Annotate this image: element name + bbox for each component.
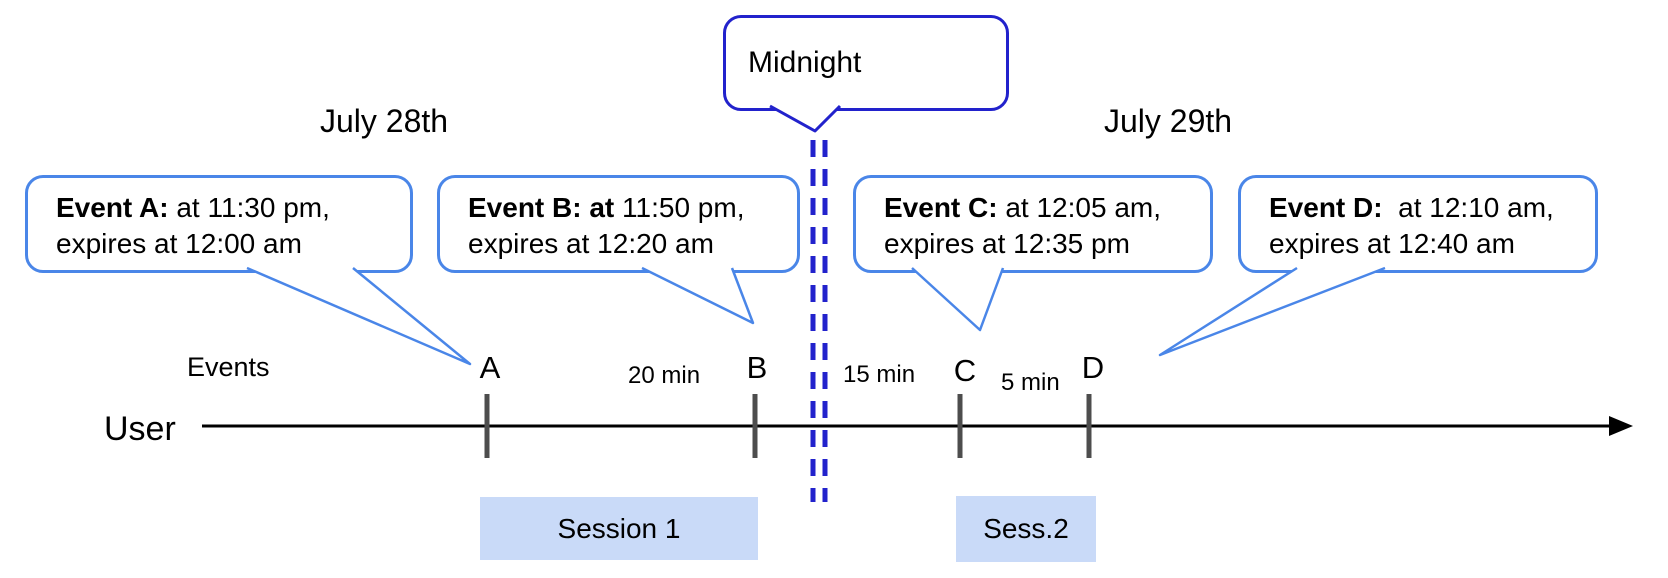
event-c-callout: Event C: at 12:05 am, expires at 12:35 p… (853, 175, 1213, 273)
midnight-callout: Midnight (723, 15, 1009, 111)
event-b-time: 11:50 pm, (614, 192, 745, 223)
event-a-callout-tail (246, 266, 472, 366)
date-july-29: July 29th (1104, 103, 1233, 139)
event-d-callout-tail (1158, 266, 1386, 357)
event-d-line1: Event D: at 12:10 am, (1269, 190, 1595, 226)
events-axis-label: Events (187, 352, 270, 382)
interval-c-d: 5 min (1001, 369, 1060, 396)
event-b-callout: Event B: at 11:50 pm, expires at 12:20 a… (437, 175, 800, 273)
event-c-line2: expires at 12:35 pm (884, 228, 1130, 259)
event-a-title: Event A: (56, 192, 169, 223)
event-b-line2: expires at 12:20 am (468, 228, 714, 259)
interval-b-c: 15 min (843, 361, 916, 388)
event-c-title: Event C: (884, 192, 998, 223)
date-july-28: July 28th (320, 103, 449, 139)
event-c-line1: Event C: at 12:05 am, (884, 190, 1210, 226)
session-1-box: Session 1 (480, 497, 758, 560)
interval-a-b: 20 min (628, 362, 701, 389)
timeline-arrowhead-icon (1609, 416, 1633, 436)
event-a-callout: Event A: at 11:30 pm, expires at 12:00 a… (25, 175, 413, 273)
event-a-line2: expires at 12:00 am (56, 228, 302, 259)
event-d-time: at 12:10 am, (1382, 192, 1554, 223)
event-d-line2: expires at 12:40 am (1269, 228, 1515, 259)
user-axis-label: User (104, 410, 176, 448)
event-b-callout-tail (641, 266, 755, 325)
event-a-time: at 11:30 pm, (168, 192, 330, 223)
tick-label-a: A (479, 350, 501, 385)
event-c-callout-tail (911, 267, 1005, 332)
tick-label-b: B (746, 350, 768, 385)
event-b-line1: Event B: at 11:50 pm, (468, 190, 797, 226)
session-2-box: Sess.2 (956, 496, 1096, 562)
event-c-time: at 12:05 am, (997, 192, 1162, 223)
event-d-callout: Event D: at 12:10 am, expires at 12:40 a… (1238, 175, 1598, 273)
event-b-title: Event B: at (468, 192, 615, 223)
session-1-label: Session 1 (557, 512, 681, 544)
midnight-label: Midnight (748, 46, 862, 79)
tick-label-d: D (1081, 350, 1105, 385)
session-2-label: Sess.2 (983, 513, 1069, 544)
event-a-line1: Event A: at 11:30 pm, (56, 190, 410, 226)
tick-label-c: C (953, 353, 977, 388)
event-d-title: Event D: (1269, 192, 1383, 223)
